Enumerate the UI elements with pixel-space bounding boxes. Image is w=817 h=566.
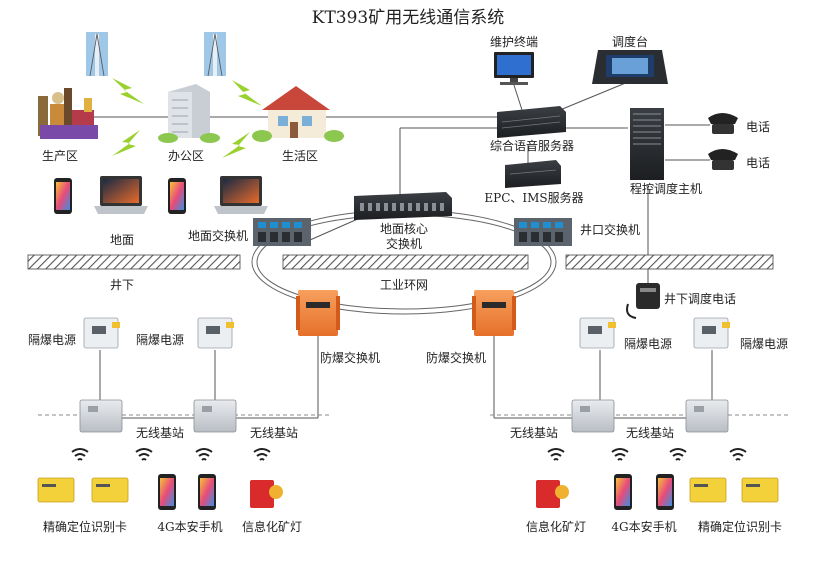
voice-server-label: 综合语音服务器 <box>490 138 574 153</box>
card-right-label: 精确定位识别卡 <box>698 519 782 534</box>
ring-label: 工业环网 <box>380 278 428 292</box>
power-supply-label-2: 隔爆电源 <box>136 333 184 347</box>
monitor-icon <box>494 52 534 85</box>
epc-server-icon <box>505 160 561 188</box>
desk-phone-icon <box>708 149 738 170</box>
shaft-switch-label: 井口交换机 <box>580 222 640 237</box>
pbx-rack-icon <box>630 108 664 180</box>
phone-label-1: 电话 <box>746 120 770 134</box>
core-switch-label-1: 地面核心 <box>380 222 428 236</box>
surface-switch-icon <box>253 218 311 246</box>
base-station-icon <box>79 399 123 433</box>
phone-label-2: 电话 <box>746 156 770 170</box>
base-station-label-4: 无线基站 <box>626 426 674 440</box>
power-supply-icon <box>693 317 730 349</box>
phone-left-label: 4G本安手机 <box>157 519 222 534</box>
wireless-signal-icons <box>71 448 747 461</box>
explosion-proof-switch-icon <box>472 290 516 336</box>
phone-icon <box>656 474 674 510</box>
power-supply-icon <box>197 317 234 349</box>
card-left-label: 精确定位识别卡 <box>43 519 127 534</box>
voice-server-icon <box>497 106 566 138</box>
living-area-label: 生活区 <box>282 149 318 163</box>
office-building-icon <box>158 84 220 143</box>
mine-lamp-icon <box>536 480 569 508</box>
base-station-label-2: 无线基站 <box>250 426 298 440</box>
power-supply-label-3: 隔爆电源 <box>624 337 672 351</box>
base-station-icon <box>193 399 237 433</box>
base-station-label-3: 无线基站 <box>510 426 558 440</box>
power-supply-icon <box>579 317 616 349</box>
laptop-icon <box>214 176 268 214</box>
location-card-icon <box>689 477 727 503</box>
ground-surface-band <box>27 254 774 270</box>
epc-server-label: EPC、IMS服务器 <box>484 190 583 205</box>
phone-icon <box>158 474 176 510</box>
power-supply-label-1: 隔爆电源 <box>28 333 76 347</box>
location-card-icon <box>741 477 779 503</box>
explosion-proof-switch-icon <box>296 290 340 336</box>
phone-icon <box>614 474 632 510</box>
power-supply-icon <box>83 317 120 349</box>
wireless-lightning-icon <box>112 78 262 158</box>
ex-switch-left-label: 防爆交换机 <box>320 350 380 365</box>
core-switch-label-2: 交换机 <box>386 236 422 251</box>
power-supply-label-4: 隔爆电源 <box>740 337 788 351</box>
maintenance-terminal-label: 维护终端 <box>490 34 538 49</box>
base-station-label-1: 无线基站 <box>136 426 184 440</box>
core-switch-icon <box>354 192 452 220</box>
location-card-icon <box>91 477 129 503</box>
desk-phone-icon <box>708 113 738 134</box>
mine-lamp-icon <box>250 480 283 508</box>
pbx-host-label: 程控调度主机 <box>630 181 702 196</box>
base-station-icon <box>571 399 615 433</box>
dispatch-console-icon <box>592 50 668 84</box>
shaft-switch-icon <box>514 218 572 246</box>
underground-label: 井下 <box>110 278 134 292</box>
location-card-icon <box>37 477 75 503</box>
phone-icon <box>168 178 186 214</box>
factory-icon <box>38 88 98 139</box>
production-area-label: 生产区 <box>42 149 78 163</box>
tower-icon <box>86 32 108 77</box>
phone-icon <box>198 474 216 510</box>
lamp-left-label: 信息化矿灯 <box>242 519 302 534</box>
house-icon <box>252 86 344 142</box>
office-area-label: 办公区 <box>168 148 204 163</box>
base-station-icon <box>685 399 729 433</box>
dispatch-console-label: 调度台 <box>612 34 648 49</box>
underground-phone-icon <box>626 283 660 319</box>
phone-right-label: 4G本安手机 <box>611 519 676 534</box>
ex-switch-right-label: 防爆交换机 <box>426 350 486 365</box>
surface-switch-label: 地面交换机 <box>188 228 248 243</box>
ground-label: 地面 <box>110 233 134 247</box>
tower-icon <box>204 32 226 77</box>
laptop-icon <box>94 176 148 214</box>
diagram-title: KT393矿用无线通信系统 <box>312 8 505 28</box>
phone-icon <box>54 178 72 214</box>
underground-phone-label: 井下调度电话 <box>664 291 736 306</box>
lamp-right-label: 信息化矿灯 <box>526 519 586 534</box>
